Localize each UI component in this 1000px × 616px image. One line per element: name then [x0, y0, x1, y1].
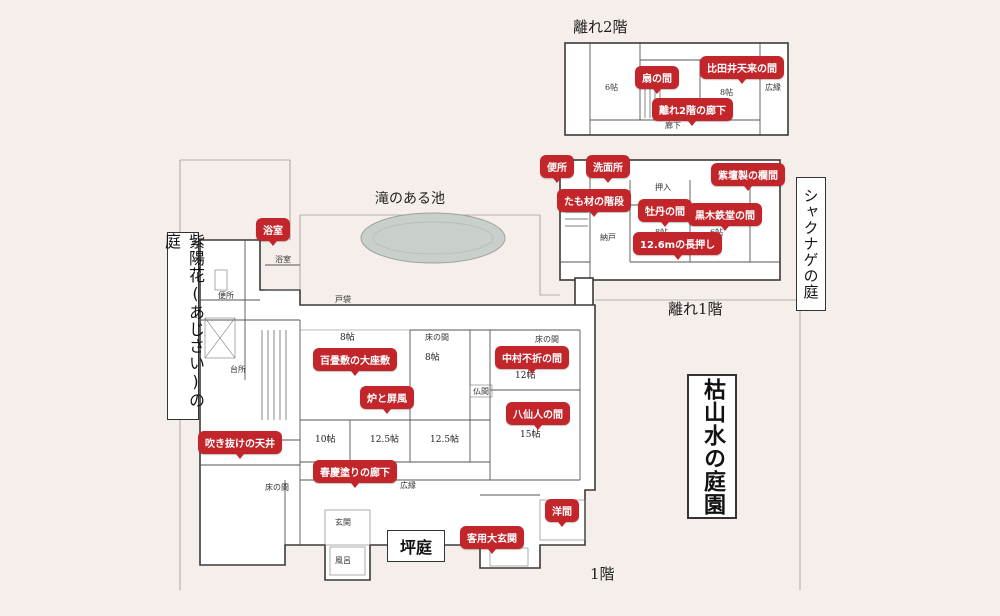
callout-western-room[interactable]: 洋間: [545, 499, 579, 527]
svg-text:10帖: 10帖: [315, 433, 335, 445]
svg-text:押入: 押入: [655, 182, 671, 192]
callout-nageshi[interactable]: 12.6mの長押し: [633, 232, 723, 260]
main-house-plan: 8帖 8帖 12帖 15帖 10帖 12.5帖 12.5帖 床の間 床の間 床の…: [199, 239, 596, 581]
callout-bathroom[interactable]: 浴室: [256, 218, 290, 246]
pond-shape: [360, 212, 506, 264]
svg-text:納戸: 納戸: [600, 232, 616, 242]
svg-text:玄関: 玄関: [335, 517, 351, 527]
hydrangea-garden-label: 紫陽花(あじさい)の庭: [162, 232, 205, 420]
floor-1-label: 1階: [590, 565, 615, 583]
svg-text:床の間: 床の間: [535, 334, 559, 344]
svg-text:8帖: 8帖: [425, 351, 440, 363]
rhododendron-garden-label: シャクナゲの庭: [796, 177, 826, 311]
svg-text:床の間: 床の間: [425, 332, 449, 342]
svg-text:便所: 便所: [218, 290, 234, 300]
svg-text:仏間: 仏間: [473, 387, 489, 396]
svg-text:15帖: 15帖: [520, 428, 540, 440]
svg-text:8帖: 8帖: [720, 87, 733, 97]
callout-annex-2f-corridor[interactable]: 離れ2階の廊下: [652, 98, 733, 126]
svg-text:台所: 台所: [230, 364, 246, 374]
callout-washroom[interactable]: 洗面所: [586, 155, 630, 183]
callout-hyakujo-hall[interactable]: 百畳敷の大座敷: [313, 348, 397, 376]
svg-text:広縁: 広縁: [765, 82, 781, 92]
callout-botan-room[interactable]: 牡丹の間: [638, 199, 692, 227]
annex-1f-label: 離れ1階: [668, 300, 723, 318]
svg-text:床の間: 床の間: [265, 482, 289, 492]
callout-ogi-room[interactable]: 扇の間: [635, 66, 679, 94]
svg-text:6帖: 6帖: [605, 82, 618, 92]
svg-text:8帖: 8帖: [340, 331, 355, 343]
svg-text:12.5帖: 12.5帖: [370, 433, 399, 445]
svg-text:12.5帖: 12.5帖: [430, 433, 459, 445]
callout-nakamura-fusetsu-room[interactable]: 中村不折の間: [495, 346, 569, 374]
callout-shitan-ranma[interactable]: 紫壇製の欄間: [711, 163, 785, 191]
callout-guest-entrance[interactable]: 客用大玄関: [460, 526, 524, 554]
callout-hidai-tenrai-room[interactable]: 比田井天来の間: [700, 56, 784, 84]
callout-fukinuke-ceiling[interactable]: 吹き抜けの天井: [198, 431, 282, 459]
tsubo-garden-label: 坪庭: [387, 530, 445, 562]
callout-hassen-room[interactable]: 八仙人の間: [506, 402, 570, 430]
callout-hearth-screen[interactable]: 炉と屏風: [360, 386, 414, 414]
svg-text:広縁: 広縁: [400, 480, 416, 490]
svg-text:戸袋: 戸袋: [335, 294, 351, 304]
svg-text:風呂: 風呂: [335, 556, 351, 565]
pond-label: 滝のある池: [375, 191, 445, 207]
callout-toilet[interactable]: 便所: [540, 155, 574, 183]
callout-shunkei-corridor[interactable]: 春慶塗りの廊下: [313, 460, 397, 488]
callout-kuroki-tetsudo-room[interactable]: 黒木鉄堂の間: [688, 203, 762, 231]
callout-tamo-stairs[interactable]: たも材の階段: [557, 189, 631, 217]
svg-text:浴室: 浴室: [275, 254, 291, 264]
annex-2f-label: 離れ2階: [573, 18, 628, 36]
karesansui-garden-label: 枯山水の庭園: [687, 374, 737, 519]
svg-text:廊下: 廊下: [665, 120, 681, 130]
